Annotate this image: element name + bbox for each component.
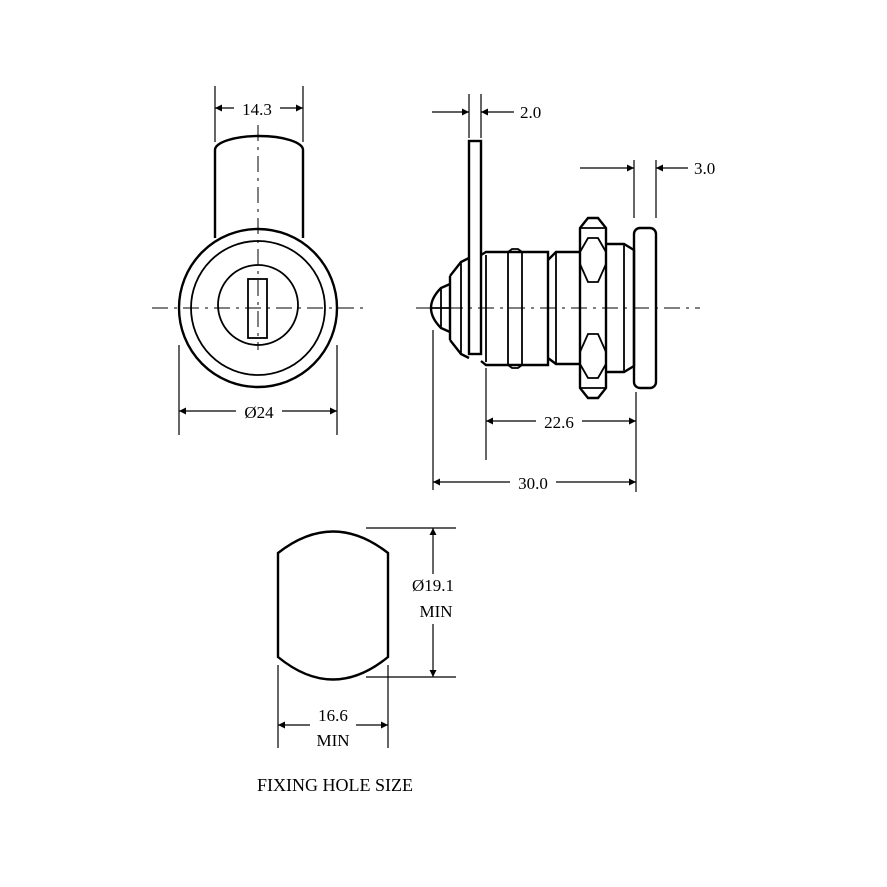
dim-hole-diameter-note: MIN (419, 602, 452, 621)
dim-cam-thickness: 2.0 (520, 103, 541, 122)
cam-tab (213, 134, 305, 238)
face-flange (632, 226, 658, 390)
side-view: 2.0 3.0 22.6 30.0 (416, 94, 715, 493)
cam-plate (467, 139, 483, 356)
fixing-hole-outline (276, 530, 390, 681)
threaded-body (480, 250, 550, 367)
dim-hole-width-note: MIN (316, 731, 349, 750)
dim-cam-width: 14.3 (242, 100, 272, 119)
dim-hole-diameter: Ø19.1 (412, 576, 454, 595)
dim-body-length: 22.6 (544, 413, 574, 432)
fixing-hole-view: Ø19.1 MIN 16.6 MIN FIXING HOLE SIZE (257, 527, 461, 795)
front-view: 14.3 Ø24 (152, 86, 365, 435)
dim-body-diameter: Ø24 (244, 403, 274, 422)
fixing-hole-caption: FIXING HOLE SIZE (257, 775, 413, 795)
dim-head-thickness: 3.0 (694, 159, 715, 178)
dim-overall-length: 30.0 (518, 474, 548, 493)
dim-hole-width: 16.6 (318, 706, 348, 725)
